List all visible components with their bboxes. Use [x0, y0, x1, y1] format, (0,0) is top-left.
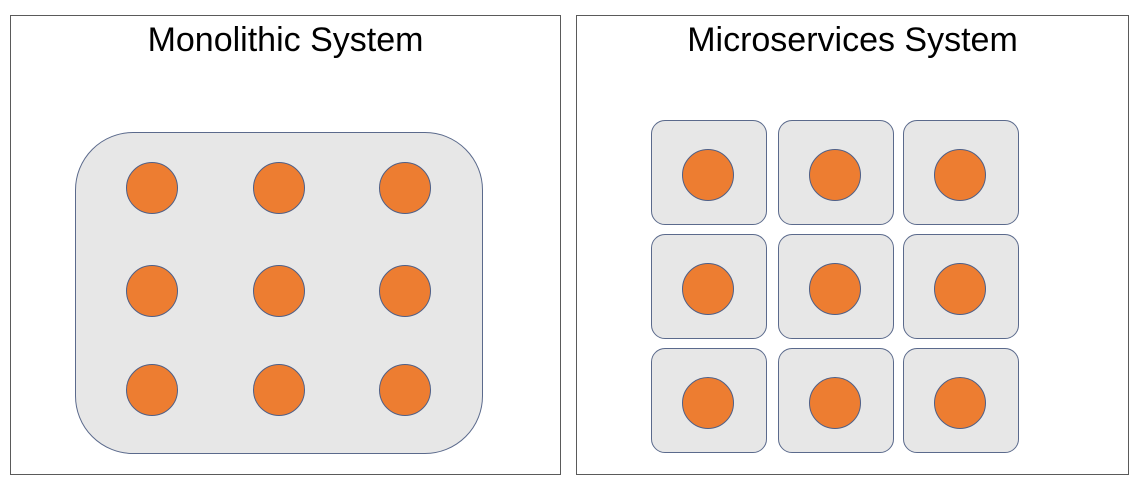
microservice-box: [651, 348, 767, 453]
microservice-component-circle: [934, 377, 986, 429]
monolith-component-circle: [379, 364, 431, 416]
microservice-component-circle: [809, 149, 861, 201]
microservice-box: [778, 120, 894, 225]
microservice-box: [903, 120, 1019, 225]
microservice-component-circle: [934, 263, 986, 315]
microservice-box: [651, 234, 767, 339]
microservice-component-circle: [682, 263, 734, 315]
monolith-component-circle: [253, 162, 305, 214]
microservice-box: [903, 234, 1019, 339]
microservice-box: [651, 120, 767, 225]
microservices-title: Microservices System: [687, 21, 1018, 59]
monolith-component-circle: [379, 265, 431, 317]
microservice-component-circle: [682, 149, 734, 201]
microservice-box: [903, 348, 1019, 453]
microservices-panel: Microservices System: [576, 15, 1129, 475]
microservice-component-circle: [809, 377, 861, 429]
microservice-component-circle: [682, 377, 734, 429]
monolith-component-circle: [253, 364, 305, 416]
microservice-component-circle: [934, 149, 986, 201]
monolith-component-circle: [126, 364, 178, 416]
monolith-component-circle: [126, 162, 178, 214]
microservice-component-circle: [809, 263, 861, 315]
monolith-component-circle: [379, 162, 431, 214]
monolith-component-circle: [126, 265, 178, 317]
microservice-box: [778, 234, 894, 339]
monolith-container: [75, 132, 483, 454]
monolithic-title: Monolithic System: [147, 21, 424, 59]
monolith-component-circle: [253, 265, 305, 317]
microservice-box: [778, 348, 894, 453]
monolithic-panel: Monolithic System: [10, 15, 561, 475]
